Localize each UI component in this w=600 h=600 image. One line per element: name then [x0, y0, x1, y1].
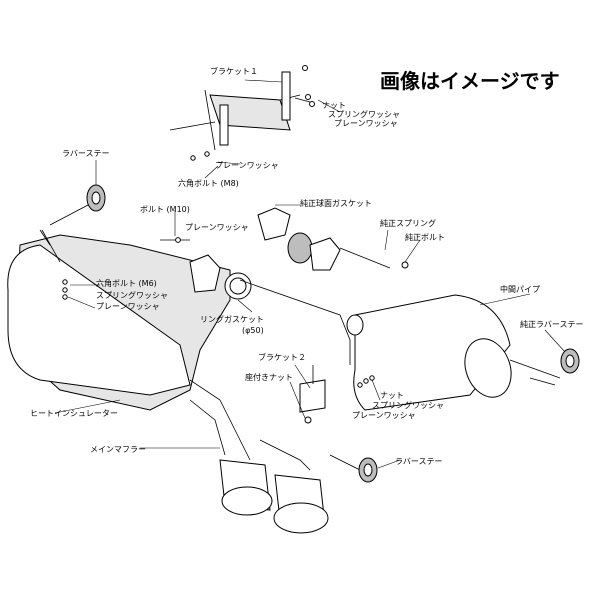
part-labels: ブラケット１ ナット スプリングワッシャ プレーンワッシャ プレーンワッシャ 六…: [30, 66, 584, 466]
tail-pipes: [219, 459, 329, 534]
label-nut-top: ナット: [322, 101, 346, 110]
seat-nut: [304, 416, 312, 424]
label-spring-washer-m6: スプリングワッシャ: [96, 290, 168, 300]
bracket-1-lower: [219, 104, 229, 146]
bolt-m8-top: [169, 121, 216, 131]
frame-section: [169, 65, 315, 161]
label-spring-washer-right: スプリングワッシャ: [372, 400, 444, 410]
label-nut-right: ナット: [380, 391, 404, 400]
bracket-2: [299, 379, 326, 413]
label-genuine-gasket: 純正球面ガスケット: [300, 198, 372, 208]
tail-pipe-left: [221, 486, 273, 516]
front-joint: [257, 207, 409, 271]
middle-pipe: [239, 279, 580, 411]
tail-pipe-right: [273, 502, 329, 534]
label-genuine-rubber-stay: 純正ラバーステー: [520, 319, 584, 329]
label-bolt-m10: ボルト (M10): [140, 205, 190, 214]
label-main-muffler: メインマフラー: [90, 445, 146, 454]
rubber-stay-left: [49, 184, 106, 226]
leader-lines: [54, 79, 566, 469]
rubber-stay-bottom: [329, 454, 378, 483]
label-genuine-spring: 純正スプリング: [380, 218, 436, 228]
bracket-2-assembly: [299, 365, 375, 424]
genuine-spherical-gasket: [257, 207, 291, 241]
label-spring-washer-top: スプリングワッシャ: [328, 109, 400, 119]
label-seat-nut: 座付きナット: [245, 372, 293, 382]
image-notice-title: 画像はイメージです: [380, 69, 560, 93]
ring-gasket-assembly: [62, 237, 252, 300]
heat-insulator: [7, 244, 191, 396]
label-plain-washer-mid: プレーンワッシャ: [215, 161, 279, 170]
label-plain-washer-m10: プレーンワッシャ: [185, 223, 249, 232]
label-middle-pipe: 中間パイプ: [500, 284, 540, 294]
label-bracket-1: ブラケット１: [210, 66, 258, 76]
main-muffler: [7, 229, 311, 471]
label-hex-bolt-m8: 六角ボルト (M8): [178, 178, 239, 188]
label-genuine-bolt: 純正ボルト: [405, 232, 445, 242]
label-ring-gasket-size: (φ50): [242, 326, 264, 335]
label-plain-washer-top: プレーンワッシャ: [334, 119, 398, 128]
label-heat-insulator: ヒートインシュレーター: [30, 409, 118, 418]
genuine-spring: [339, 247, 391, 269]
label-plain-washer-right: プレーンワッシャ: [352, 411, 416, 420]
label-ring-gasket: リングガスケット: [200, 314, 264, 324]
bracket-1: [281, 71, 291, 121]
label-hex-bolt-m6: 六角ボルト (M6): [96, 278, 157, 288]
label-plain-washer-m6: プレーンワッシャ: [96, 302, 160, 311]
label-rubber-stay-bottom: ラバーステー: [395, 457, 443, 466]
label-bracket-2: ブラケット２: [258, 352, 306, 362]
label-rubber-stay-left: ラバーステー: [62, 149, 110, 158]
genuine-bolt: [401, 261, 409, 269]
